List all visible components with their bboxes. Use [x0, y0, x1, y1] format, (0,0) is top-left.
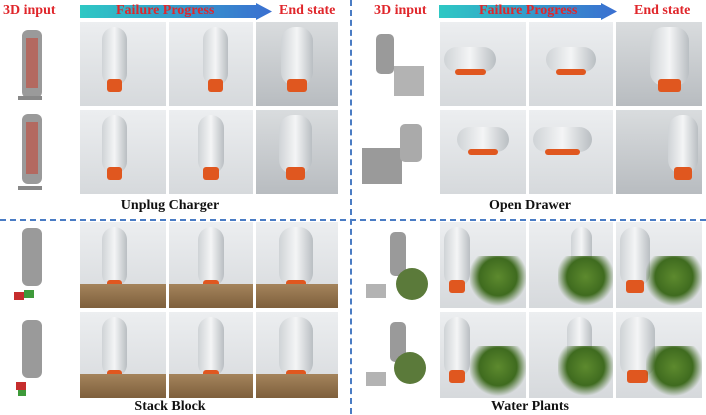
point-cloud-input — [360, 118, 440, 190]
end-state-image — [616, 110, 702, 194]
frame-image — [169, 312, 253, 398]
end-state-image — [616, 22, 702, 106]
frame-image — [529, 222, 613, 308]
point-cloud-input — [360, 228, 440, 310]
frame-image — [440, 110, 526, 194]
end-state-image — [616, 222, 702, 308]
frame-image — [440, 222, 526, 308]
frame-image — [169, 110, 253, 194]
task-label-open-drawer: Open Drawer — [488, 198, 572, 213]
frame-image — [169, 22, 253, 106]
header-end-state-left: End state — [279, 3, 336, 18]
end-state-image — [256, 312, 338, 398]
task-label-water-plants: Water Plants — [491, 399, 569, 414]
header-end-state-right: End state — [634, 3, 691, 18]
frame-image — [529, 22, 613, 106]
end-state-image — [256, 222, 338, 308]
horizontal-divider — [0, 219, 706, 221]
frame-image — [169, 222, 253, 308]
point-cloud-input — [366, 30, 432, 102]
end-state-image — [616, 312, 702, 398]
task-label-stack-block: Stack Block — [134, 399, 206, 414]
frame-image — [80, 110, 166, 194]
end-state-image — [256, 22, 338, 106]
point-cloud-input — [360, 318, 440, 400]
task-label-unplug-charger: Unplug Charger — [120, 198, 220, 213]
header-failure-progress-left: Failure Progress — [116, 3, 215, 18]
failure-progress-arrow-right: Failure Progress — [439, 3, 617, 20]
point-cloud-input — [8, 226, 58, 306]
point-cloud-input — [8, 112, 58, 196]
header-failure-progress-right: Failure Progress — [479, 3, 578, 18]
frame-image — [440, 22, 526, 106]
header-3d-input-right: 3D input — [374, 3, 427, 18]
frame-image — [80, 222, 166, 308]
frame-image — [80, 312, 166, 398]
point-cloud-input — [8, 318, 58, 398]
end-state-image — [256, 110, 338, 194]
frame-image — [529, 110, 613, 194]
point-cloud-input — [8, 28, 58, 106]
frame-image — [529, 312, 613, 398]
header-3d-input-left: 3D input — [3, 3, 56, 18]
frame-image — [80, 22, 166, 106]
vertical-divider — [350, 0, 352, 414]
frame-image — [440, 312, 526, 398]
failure-progress-arrow-left: Failure Progress — [80, 3, 272, 20]
